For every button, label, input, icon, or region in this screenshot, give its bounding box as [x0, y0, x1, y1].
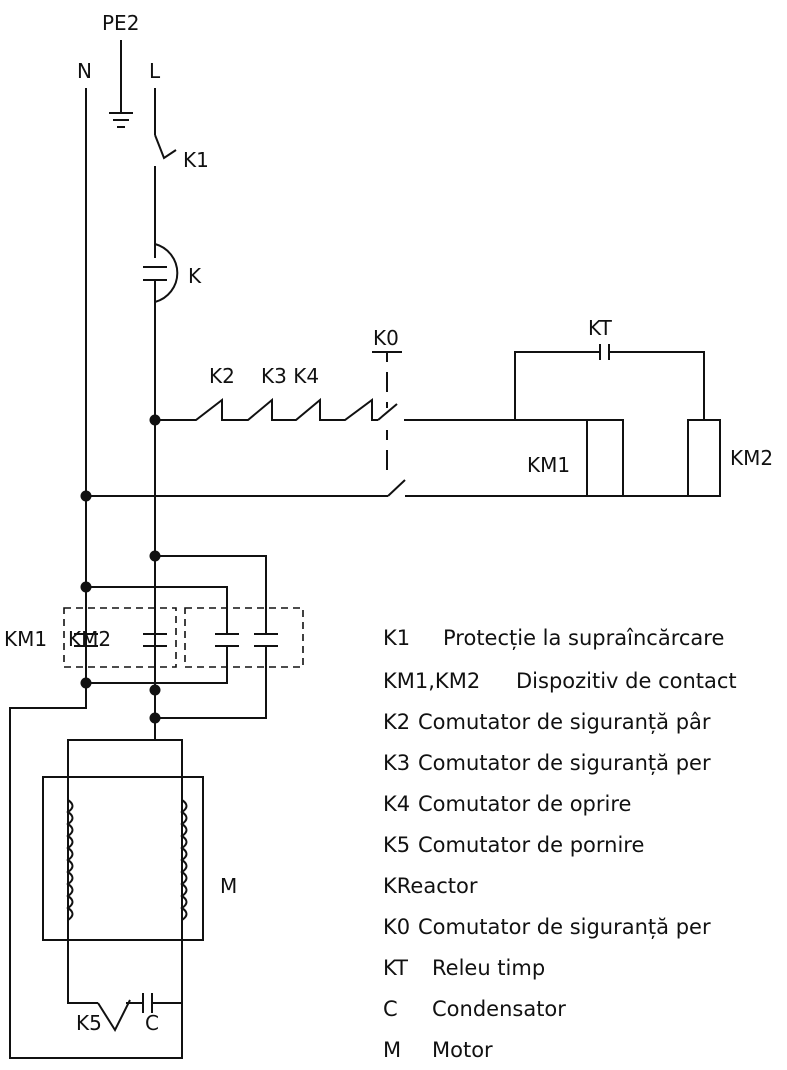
legend-text: Comutator de oprire [418, 792, 631, 816]
k-reactor-symbol [143, 243, 179, 660]
motor-winding-left [66, 799, 74, 921]
label-l: L [149, 59, 161, 83]
legend-code: K0 [383, 915, 410, 939]
c-capacitor [142, 990, 183, 1013]
legend-code: KM1,KM2 [383, 669, 480, 693]
legend-code: KReactor [383, 874, 478, 898]
legend-text: Comutator de siguranță per [418, 915, 711, 939]
legend-code: K4 [383, 792, 410, 816]
label-k1: K1 [183, 148, 209, 172]
label-k: K [188, 264, 202, 288]
motor-frame [42, 776, 204, 941]
label-kt: KT [588, 316, 613, 340]
legend-text: Motor [432, 1038, 493, 1062]
km2-coil [687, 419, 721, 497]
k2-k3-k4-switch-chain [155, 397, 378, 421]
legend-code: C [383, 997, 398, 1021]
km1-coil [586, 419, 624, 497]
legend-text: Comutator de siguranță pâr [418, 710, 711, 734]
legend-code: K2 [383, 710, 410, 734]
k1-overload-contact [154, 134, 177, 258]
label-n: N [77, 59, 92, 83]
legend-code: K5 [383, 833, 410, 857]
legend-text: Dispozitiv de contact [516, 669, 737, 693]
return-loop [9, 683, 183, 1059]
legend-text: Protecție la supraîncărcare [443, 626, 724, 650]
label-km1-coil: KM1 [527, 453, 570, 477]
legend-text: Comutator de pornire [418, 833, 644, 857]
km1-contacts [74, 633, 167, 647]
motor-winding-right [180, 799, 188, 921]
legend-code: K1 [383, 626, 410, 650]
legend-text: Releu timp [432, 956, 545, 980]
label-km1-contact: KM1 [4, 627, 47, 651]
legend-text: Condensator [432, 997, 566, 1021]
km2-contacts [86, 555, 278, 719]
label-k2: K2 [209, 364, 235, 388]
k5-start-switch [67, 990, 143, 1033]
legend: K1 Protecție la supraîncărcare KM1,KM2 D… [383, 626, 737, 1062]
label-k5: K5 [76, 1011, 102, 1035]
km2-contact-box [184, 607, 304, 668]
k0-safety-switch [372, 351, 587, 497]
label-m: M [220, 874, 237, 898]
legend-text: Comutator de siguranță per [418, 751, 711, 775]
ground-symbol [109, 40, 133, 128]
kt-timer-contact [514, 344, 705, 420]
label-pe2: PE2 [102, 11, 139, 35]
legend-code: M [383, 1038, 401, 1062]
label-km2-coil: KM2 [730, 446, 773, 470]
label-c: C [145, 1011, 159, 1035]
km1-contact-box [63, 607, 177, 668]
label-k3-k4: K3 K4 [261, 364, 319, 388]
label-km2-contact: KM2 [68, 627, 111, 651]
legend-code: KT [383, 956, 408, 980]
legend-code: K3 [383, 751, 410, 775]
label-k0: K0 [373, 326, 399, 350]
junction-dot [149, 712, 161, 724]
